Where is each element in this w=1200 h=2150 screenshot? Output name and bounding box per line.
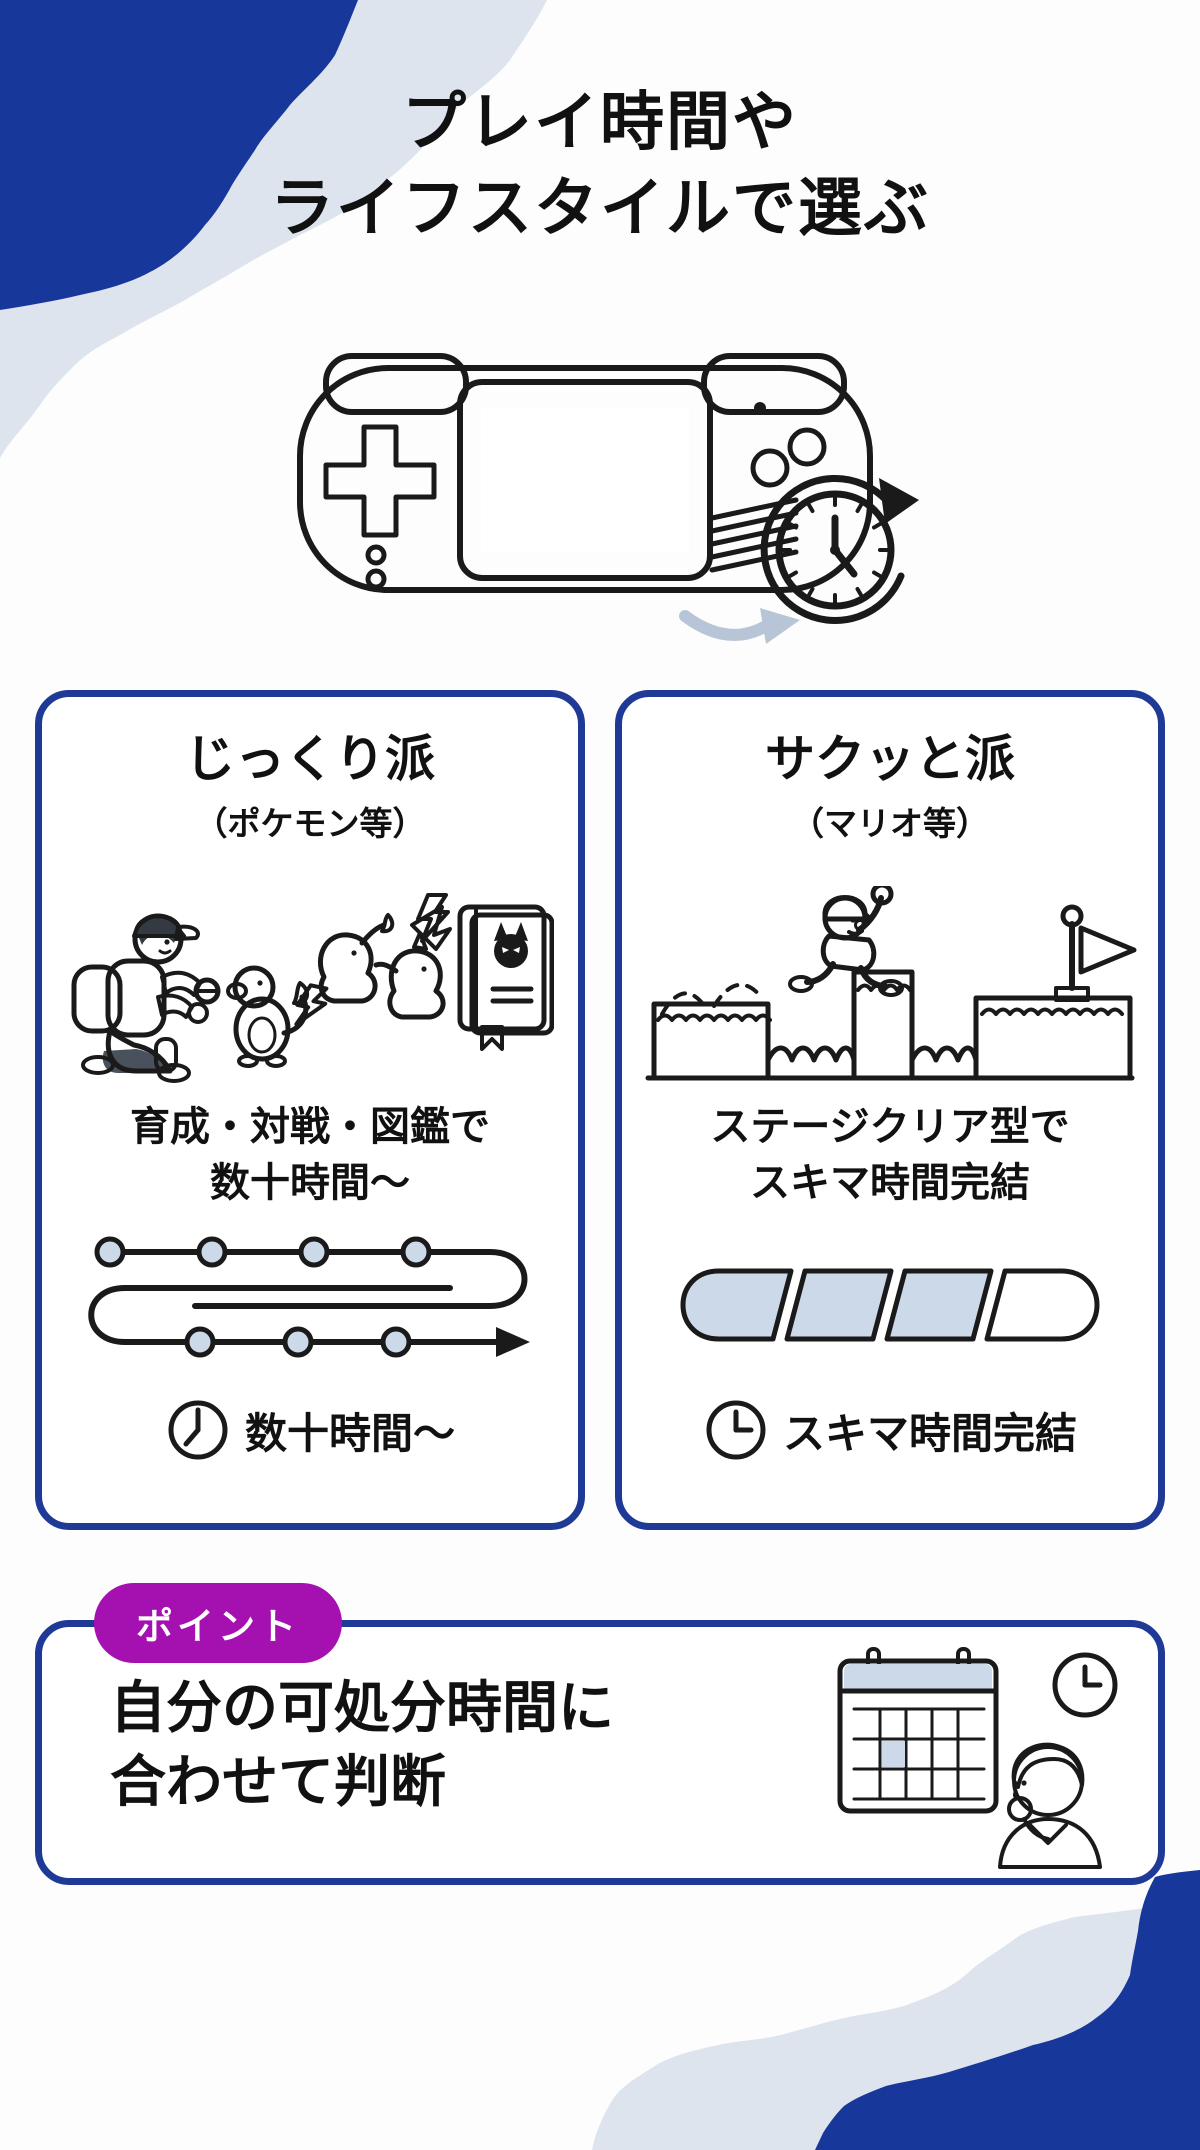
trainer-icon xyxy=(71,913,221,1083)
calendar-clock-thinking-person-icon xyxy=(837,1647,1118,1869)
small-creature-icon xyxy=(226,965,310,1068)
page-title-line-1: プレイ時間や xyxy=(402,86,798,158)
lightning-bolt-icon xyxy=(416,893,450,943)
battling-creatures-icon xyxy=(294,893,452,1027)
jumping-character-icon xyxy=(788,886,904,997)
pokedex-book-icon xyxy=(457,904,554,1051)
card-sakutto-subheading: （マリオ等） xyxy=(791,804,989,842)
thinking-person-icon xyxy=(998,1742,1102,1869)
route-node xyxy=(184,1326,216,1358)
pokemon-trainer-battle-pokedex-icon xyxy=(71,893,554,1083)
mario-stage-clear-flag-icon xyxy=(645,886,1137,1081)
card-sakutto-heading: サクッと派 xyxy=(765,731,1015,787)
bottom-right-wave-decoration xyxy=(592,1870,1200,2150)
point-text-line-1: 自分の可処分時間に xyxy=(110,1676,614,1739)
route-node xyxy=(282,1326,314,1358)
dpad-icon xyxy=(323,424,437,538)
card-jikkuri: じっくり派 （ポケモン等） xyxy=(35,690,585,1530)
rotating-clock-icon xyxy=(760,475,919,624)
route-node xyxy=(400,1236,432,1268)
route-node xyxy=(380,1326,412,1358)
button-b-icon xyxy=(750,448,790,488)
route-node xyxy=(196,1236,228,1268)
point-text-line-2: 合わせて判断 xyxy=(110,1750,446,1814)
hero-illustration xyxy=(297,353,919,644)
card-jikkuri-description-line-2: 数十時間〜 xyxy=(210,1161,410,1205)
clock-icon xyxy=(706,1400,766,1460)
page-title: プレイ時間や ライフスタイルで選ぶ xyxy=(0,80,1200,252)
card-jikkuri-description: 育成・対戦・図鑑で 数十時間〜 xyxy=(130,1091,490,1219)
point-panel: ポイント 自分の可処分時間に 合わせて判断 xyxy=(35,1583,1165,1885)
page-title-line-2: ライフスタイルで選ぶ xyxy=(270,171,930,244)
calendar-icon xyxy=(837,1647,999,1814)
gameboy-advance-console-icon xyxy=(297,353,873,593)
card-jikkuri-time-label: 数十時間〜 xyxy=(244,1409,455,1457)
option-cards: じっくり派 （ポケモン等） xyxy=(35,690,1165,1530)
goal-flag-icon xyxy=(1054,904,1137,1002)
clock-icon xyxy=(168,1400,228,1460)
button-a-icon xyxy=(787,427,827,467)
point-text: 自分の可処分時間に 合わせて判断 xyxy=(110,1671,614,1820)
card-jikkuri-subheading: （ポケモン等） xyxy=(194,804,426,842)
card-sakutto-description-line-1: ステージクリア型で xyxy=(710,1105,1070,1149)
card-sakutto-time-label: スキマ時間完結 xyxy=(782,1409,1077,1457)
lightning-bolt-icon xyxy=(294,983,329,1027)
card-jikkuri-description-line-1: 育成・対戦・図鑑で xyxy=(130,1105,490,1149)
card-jikkuri-heading: じっくり派 xyxy=(185,731,435,787)
card-sakutto-description: ステージクリア型で スキマ時間完結 xyxy=(710,1091,1069,1219)
card-sakutto: サクッと派 （マリオ等） xyxy=(615,690,1165,1530)
point-badge: ポイント xyxy=(94,1583,342,1663)
route-node xyxy=(94,1236,126,1268)
clock-icon xyxy=(1052,1652,1118,1718)
curved-arrow-icon xyxy=(679,610,772,641)
card-sakutto-description-line-2: スキマ時間完結 xyxy=(749,1161,1030,1205)
route-node xyxy=(298,1236,330,1268)
stage-progress-bar xyxy=(680,1268,1100,1342)
long-winding-route-diagram xyxy=(88,1236,530,1358)
